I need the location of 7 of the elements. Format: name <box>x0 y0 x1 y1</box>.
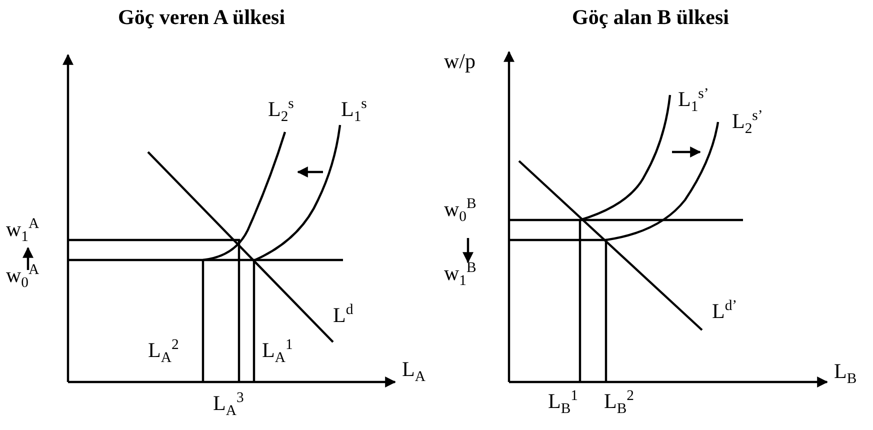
curve-label: L$^{d}$ <box>333 302 354 328</box>
axis-label: w/p <box>444 50 476 74</box>
panel-title: Göç veren A ülkesi <box>118 6 286 30</box>
axis-label: L$_{B}$ <box>834 360 857 388</box>
curve-label: L$^{d’}$ <box>712 298 738 324</box>
panel-title: Göç alan B ülkesi <box>572 6 729 30</box>
axis-label: L$_{A}$ <box>402 358 426 386</box>
